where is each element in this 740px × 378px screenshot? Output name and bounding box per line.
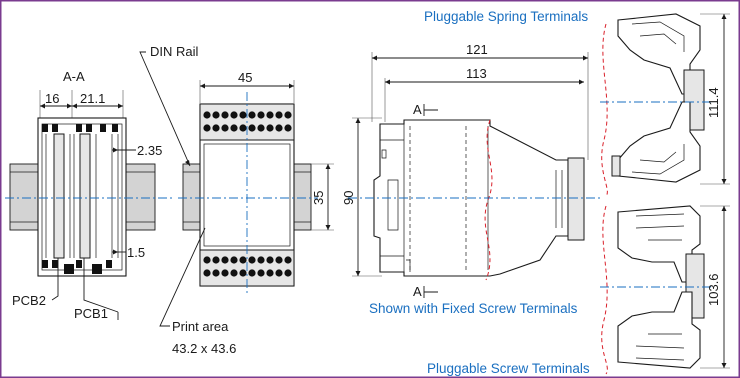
pcb2-label: PCB2 bbox=[12, 293, 46, 308]
print-area-label: Print area bbox=[172, 319, 229, 334]
spring-terminal-view: Pluggable Spring Terminals 111.4 bbox=[424, 9, 730, 197]
section-title: A-A bbox=[63, 69, 85, 84]
pcb1-label: PCB1 bbox=[74, 306, 108, 321]
side-view-caption: Shown with Fixed Screw Terminals bbox=[369, 301, 578, 316]
dim-2-35: 2.35 bbox=[137, 143, 162, 158]
break-line bbox=[484, 119, 493, 281]
dim-1-5: 1.5 bbox=[127, 245, 145, 260]
screw-terminal-view: 103.6 Pluggable Screw Terminals bbox=[427, 205, 730, 376]
print-area-size: 43.2 x 43.6 bbox=[172, 341, 236, 356]
din-rail-label: DIN Rail bbox=[150, 44, 199, 59]
dim-111-4: 111.4 bbox=[706, 87, 721, 118]
section-view: A-A 16 21.1 bbox=[5, 69, 175, 321]
front-view: 45 35 DIN Rail Print area 43.2 x 43.6 bbox=[139, 44, 334, 356]
side-view: 121 113 90 A A Shown with Fixed Screw Te… bbox=[341, 42, 602, 316]
section-marker-top: A bbox=[413, 102, 422, 117]
section-marker-bottom: A bbox=[413, 284, 422, 299]
dim-16: 16 bbox=[45, 91, 59, 106]
screw-terminals-caption: Pluggable Screw Terminals bbox=[427, 361, 590, 376]
spring-terminals-caption: Pluggable Spring Terminals bbox=[424, 9, 588, 24]
dim-103-6: 103.6 bbox=[706, 273, 721, 306]
dim-45: 45 bbox=[238, 70, 252, 85]
dim-35: 35 bbox=[311, 191, 326, 205]
dim-21-1: 21.1 bbox=[80, 91, 105, 106]
dim-121: 121 bbox=[466, 42, 488, 57]
dim-113: 113 bbox=[466, 66, 487, 81]
